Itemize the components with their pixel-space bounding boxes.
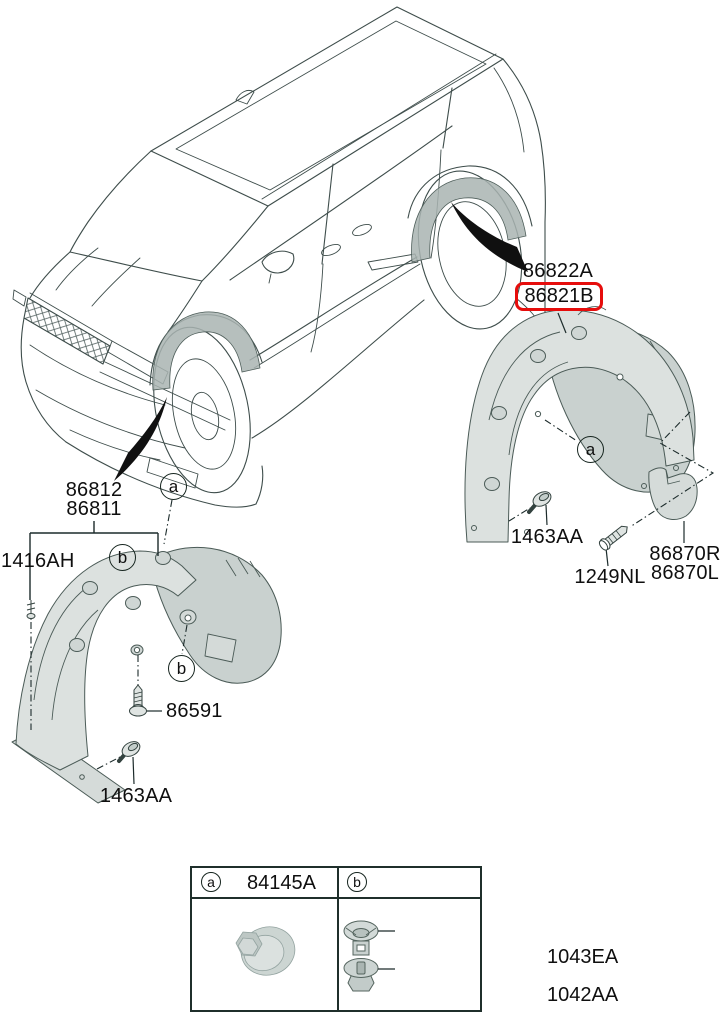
legend-header-row: a 84145A b <box>192 868 480 899</box>
selected-part-highlight-box[interactable]: 86821B <box>515 282 603 311</box>
rear-wheel-guard-drawing <box>464 306 696 543</box>
screw-1249nl-icon <box>598 525 628 551</box>
vehicle-line-art <box>12 6 615 508</box>
callout-a-front[interactable]: a <box>160 473 187 500</box>
legend-part-label-1043ea[interactable]: 1043EA <box>547 946 619 968</box>
clip-1042aa-icon <box>343 958 395 992</box>
part-label-1249nl[interactable]: 1249NL <box>574 566 646 588</box>
clip-1043ea-icon <box>343 920 395 956</box>
callout-b-lower[interactable]: b <box>168 655 195 682</box>
legend-header-cell-a: a 84145A <box>192 868 339 897</box>
legend-callout-b[interactable]: b <box>347 872 367 892</box>
callout-a-letter: a <box>168 476 179 496</box>
legend-part-label-1042aa[interactable]: 1042AA <box>547 984 619 1006</box>
part-label-86591[interactable]: 86591 <box>166 700 223 722</box>
callout-b-letter: b <box>176 658 187 678</box>
fastener-glyphs <box>26 491 628 763</box>
part-label-86821b[interactable]: 86821B <box>524 285 594 307</box>
callout-b-top[interactable]: b <box>109 544 136 571</box>
legend-body-cell-a <box>192 899 339 1012</box>
part-label-1416ah[interactable]: 1416AH <box>1 550 75 572</box>
part-label-86812-86811[interactable]: 86812 86811 <box>65 479 123 520</box>
part-label-86870l[interactable]: 86870L <box>651 562 719 584</box>
legend-part-glyphs <box>235 920 395 992</box>
part-label-86870[interactable]: 86870R 86870L <box>649 543 721 584</box>
legend-header-cell-b: b <box>339 868 480 897</box>
callout-a-rear[interactable]: a <box>577 436 604 463</box>
clip-1463aa-rear-icon <box>527 491 552 514</box>
part-label-86811[interactable]: 86811 <box>66 498 122 520</box>
part-label-1463aa-rear[interactable]: 1463AA <box>510 526 584 548</box>
screw-86591-icon <box>129 684 147 717</box>
legend-body-row: 1043EA 1042AA <box>192 899 618 1012</box>
clip-1463aa-front-icon <box>117 741 141 763</box>
legend-table: a 84145A b 1043EA 1042AA <box>190 866 618 1012</box>
part-label-1463aa-front[interactable]: 1463AA <box>99 785 173 807</box>
legend-body-cell-b: 1043EA 1042AA <box>339 899 618 1012</box>
grommet-84145a-icon <box>235 926 296 976</box>
pointer-arrows <box>114 202 528 481</box>
part-label-86822a[interactable]: 86822A <box>522 260 594 282</box>
front-wheel-guard-drawing <box>11 546 282 804</box>
leader-lines <box>29 312 715 785</box>
callout-a-letter: a <box>585 439 596 459</box>
pin-1416ah-icon <box>26 600 36 620</box>
vehicle-wheel-liner-shading <box>152 177 527 391</box>
legend-callout-a[interactable]: a <box>201 872 221 892</box>
legend-b-letter: b <box>353 874 361 890</box>
legend-part-label-84145a[interactable]: 84145A <box>247 872 316 894</box>
part-label-86812[interactable]: 86812 <box>65 479 123 501</box>
part-label-86870r[interactable]: 86870R <box>649 543 721 565</box>
legend-a-letter: a <box>207 874 215 890</box>
callout-b-letter: b <box>117 547 128 567</box>
